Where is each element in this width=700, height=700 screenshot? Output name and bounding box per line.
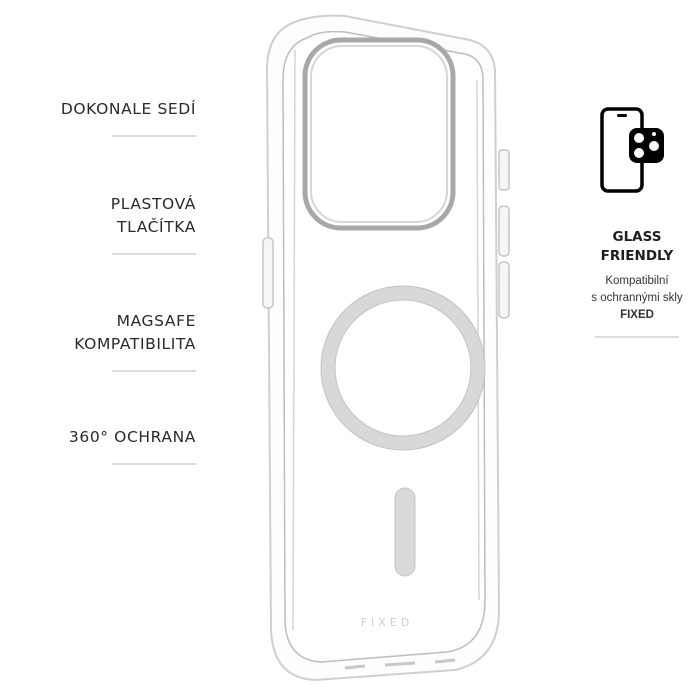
badge-brand: FIXED bbox=[620, 309, 654, 321]
badge-desc-line: Kompatibilní bbox=[605, 275, 669, 287]
feature-label: MAGSAFE bbox=[116, 312, 196, 330]
feature-magsafe: MAGSAFE KOMPATIBILITA bbox=[0, 310, 196, 372]
magsafe-alignment-bar bbox=[394, 487, 416, 577]
magsafe-ring bbox=[321, 286, 485, 450]
badge-desc-line: s ochrannými skly bbox=[591, 292, 683, 304]
divider bbox=[112, 135, 196, 137]
feature-label: TLAČÍTKA bbox=[117, 218, 196, 236]
badge-description: Kompatibilní s ochrannými skly FIXED bbox=[582, 273, 692, 324]
feature-label: PLASTOVÁ bbox=[110, 195, 196, 213]
phone-case-image: FIXED bbox=[262, 14, 510, 682]
badge-title-line: FRIENDLY bbox=[600, 248, 674, 264]
brand-logo: FIXED bbox=[361, 616, 414, 629]
divider bbox=[112, 370, 196, 372]
phone-with-camera-protector-icon bbox=[600, 107, 664, 193]
feature-label: DOKONALE SEDÍ bbox=[60, 100, 196, 118]
action-button bbox=[262, 237, 274, 309]
feature-360-protection: 360° OCHRANA bbox=[0, 426, 196, 465]
side-button bbox=[498, 149, 510, 191]
badge-title-line: GLASS bbox=[612, 229, 662, 245]
divider bbox=[112, 463, 196, 465]
feature-plastic-buttons: PLASTOVÁ TLAČÍTKA bbox=[0, 193, 196, 255]
feature-label: KOMPATIBILITA bbox=[74, 335, 196, 353]
glass-friendly-badge: GLASS FRIENDLY Kompatibilní s ochrannými… bbox=[582, 106, 692, 338]
feature-perfect-fit: DOKONALE SEDÍ bbox=[0, 98, 196, 137]
feature-label: 360° OCHRANA bbox=[68, 428, 196, 446]
volume-up-button bbox=[498, 205, 510, 257]
badge-title: GLASS FRIENDLY bbox=[582, 228, 692, 266]
divider bbox=[595, 336, 679, 338]
volume-down-button bbox=[498, 261, 510, 319]
divider bbox=[112, 253, 196, 255]
